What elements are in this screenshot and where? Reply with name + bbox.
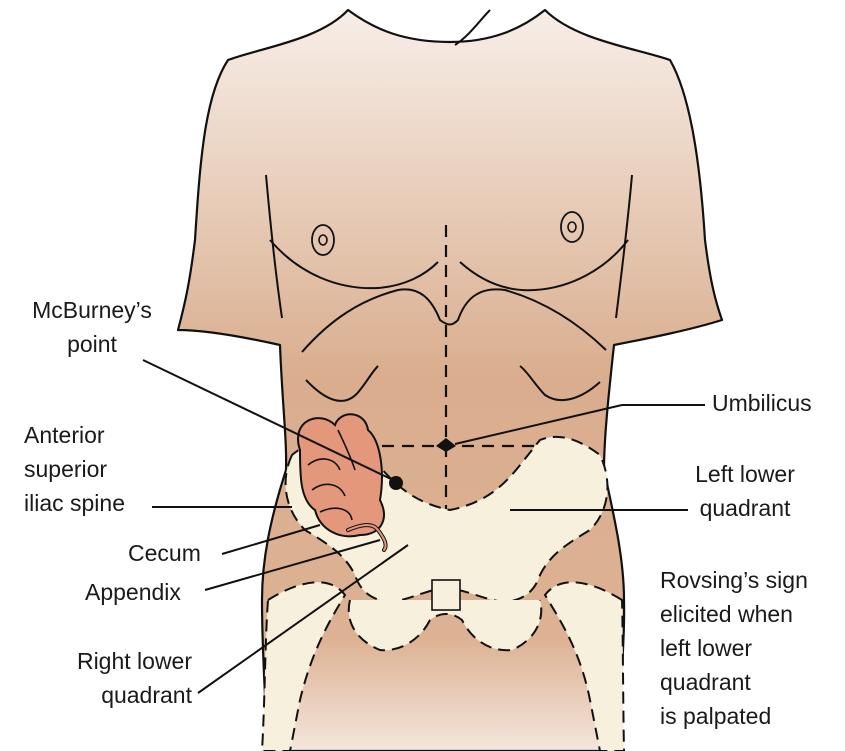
label-cecum: Cecum [128, 540, 201, 566]
appendix-fill [347, 524, 387, 551]
leader-mcburney [142, 359, 394, 481]
leader-appendix [204, 539, 381, 591]
umbilicus-mark [436, 438, 456, 452]
left-femur [543, 581, 626, 751]
right-pectoral [269, 239, 439, 290]
label-appendix: Appendix [85, 579, 181, 605]
rib-margin [301, 288, 607, 353]
right-nipple [311, 224, 335, 256]
right-femur [260, 581, 347, 751]
label-right-lower-quadrant: Right lower quadrant [76, 648, 192, 708]
lower-rib-lines [305, 365, 601, 402]
leader-rlq [197, 544, 409, 694]
left-pectoral [459, 239, 629, 292]
label-anterior-superior-iliac-spine: Anterior superior iliac spine [24, 422, 125, 516]
neck-notch [454, 9, 491, 46]
right-armpit-line [265, 174, 283, 319]
label-left-lower-quadrant: Left lower quadrant [695, 461, 795, 521]
leader-umbilicus [454, 404, 623, 445]
torso-outline [176, 8, 724, 751]
label-umbilicus: Umbilicus [712, 390, 812, 416]
leader-cecum [221, 524, 321, 555]
label-rovsings-sign: Rovsing’s sign elicited when left lower … [660, 567, 808, 729]
leader-lines [142, 359, 705, 694]
label-mcburneys-point: McBurney’s point [32, 297, 152, 357]
left-nipple [560, 211, 584, 243]
